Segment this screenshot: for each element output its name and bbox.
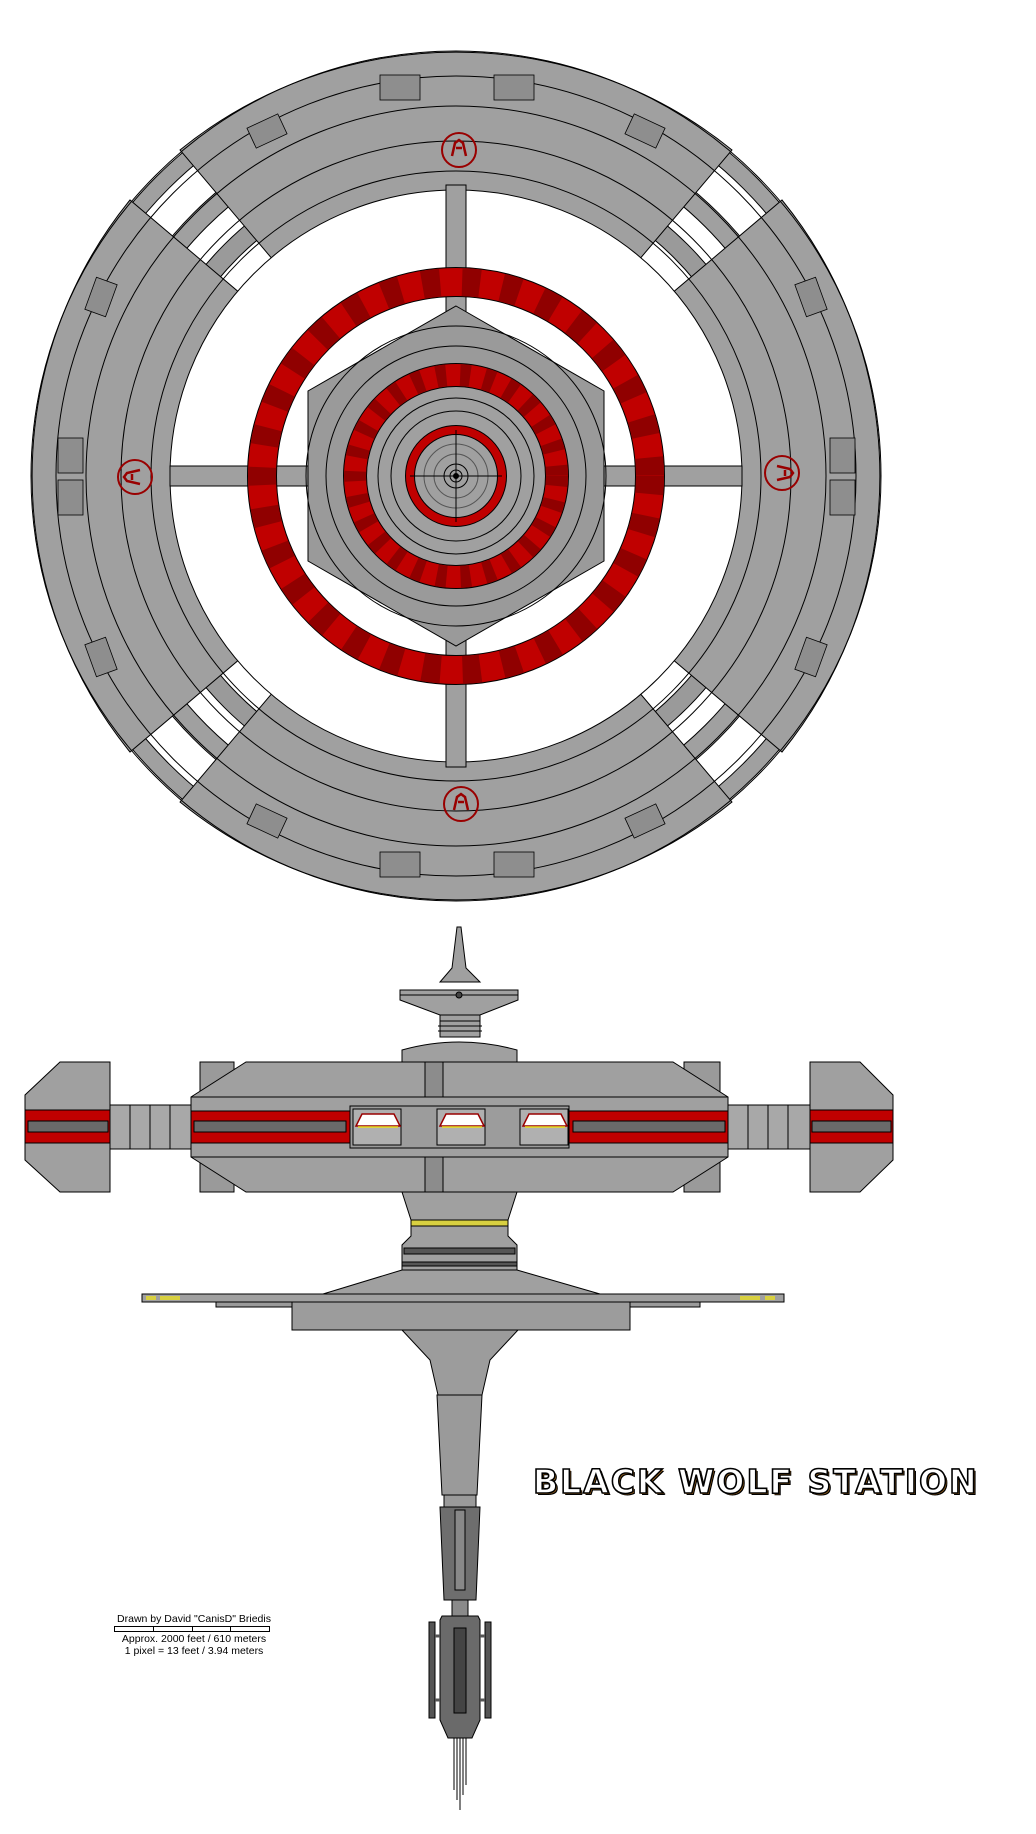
scale-bar xyxy=(114,1626,270,1632)
top-view xyxy=(30,50,882,902)
wolf-emblem-icon xyxy=(117,132,800,822)
pixel-scale-note: 1 pixel = 13 feet / 3.94 meters xyxy=(124,1645,264,1657)
size-note: Approx. 2000 feet / 610 meters xyxy=(121,1633,267,1645)
page-title: BLACK WOLF STATION xyxy=(532,1461,979,1502)
credits-block: Drawn by David "CanisD" Briedis Approx. … xyxy=(112,1613,276,1657)
author-credit: Drawn by David "CanisD" Briedis xyxy=(117,1613,271,1625)
side-view xyxy=(24,926,894,1810)
